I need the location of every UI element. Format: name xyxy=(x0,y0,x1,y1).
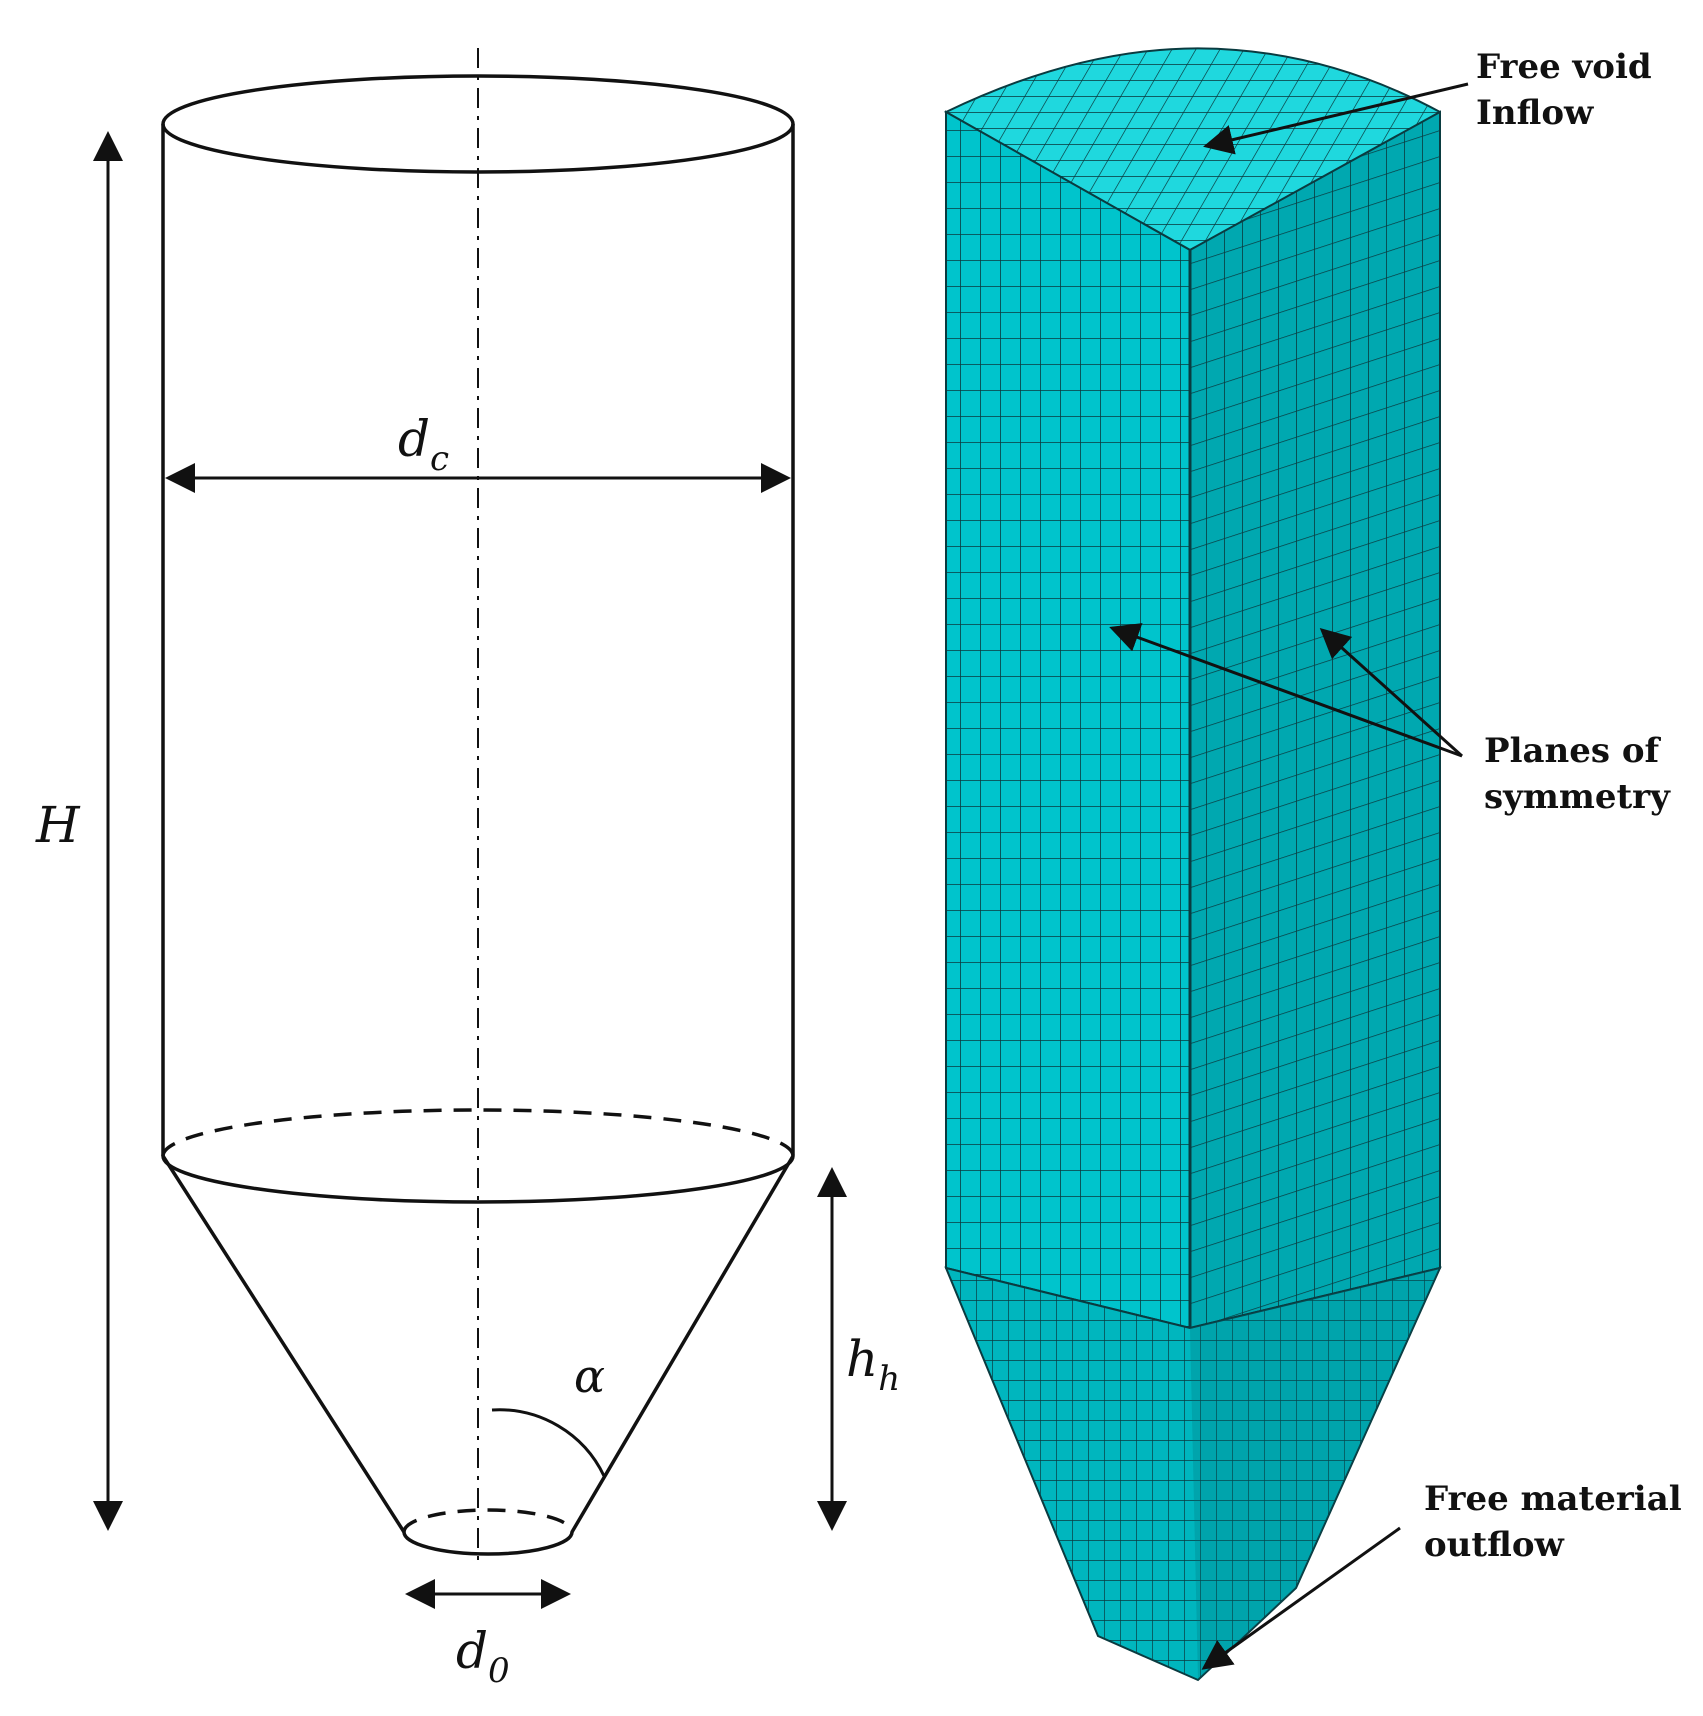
outflow-label-line2: outflow xyxy=(1424,1525,1565,1565)
symmetry-label-line2: symmetry xyxy=(1484,777,1671,817)
symmetry-arrow-front xyxy=(1109,623,1463,758)
hopper-angle-label: α xyxy=(574,1349,605,1403)
mesh-hopper-shade xyxy=(1190,1268,1440,1680)
outflow-arrow xyxy=(1201,1526,1401,1670)
inflow-label-line1: Free void xyxy=(1476,47,1652,87)
cylinder-diameter-label: dc xyxy=(398,410,449,479)
symmetry-label-line1: Planes of xyxy=(1484,731,1662,771)
height-label: H xyxy=(35,796,81,854)
hopper-left-wall xyxy=(161,1155,406,1533)
symmetry-arrow-side xyxy=(1319,627,1464,758)
silo-mesh-model: Free void Inflow Planes of symmetry Free… xyxy=(943,47,1682,1682)
hopper-height-label: hh xyxy=(846,1330,900,1399)
inflow-label-line2: Inflow xyxy=(1476,93,1594,133)
outlet-ellipse-back xyxy=(402,1508,574,1533)
hopper-angle-arc xyxy=(491,1408,606,1477)
inflow-arrow xyxy=(1203,82,1469,155)
outlet-diameter-label: d0 xyxy=(456,1622,510,1691)
silo-schematic: H dc hh α d0 xyxy=(35,48,900,1691)
mesh-front-face xyxy=(945,110,1191,1330)
mesh-top-face xyxy=(943,47,1441,252)
outlet-ellipse-front xyxy=(402,1531,574,1556)
hopper-right-wall xyxy=(570,1155,795,1533)
mesh-side-face xyxy=(1189,110,1441,1330)
outflow-label-line1: Free material xyxy=(1424,1479,1682,1519)
transition-ellipse-front xyxy=(161,1155,795,1204)
transition-ellipse-back xyxy=(161,1108,795,1157)
